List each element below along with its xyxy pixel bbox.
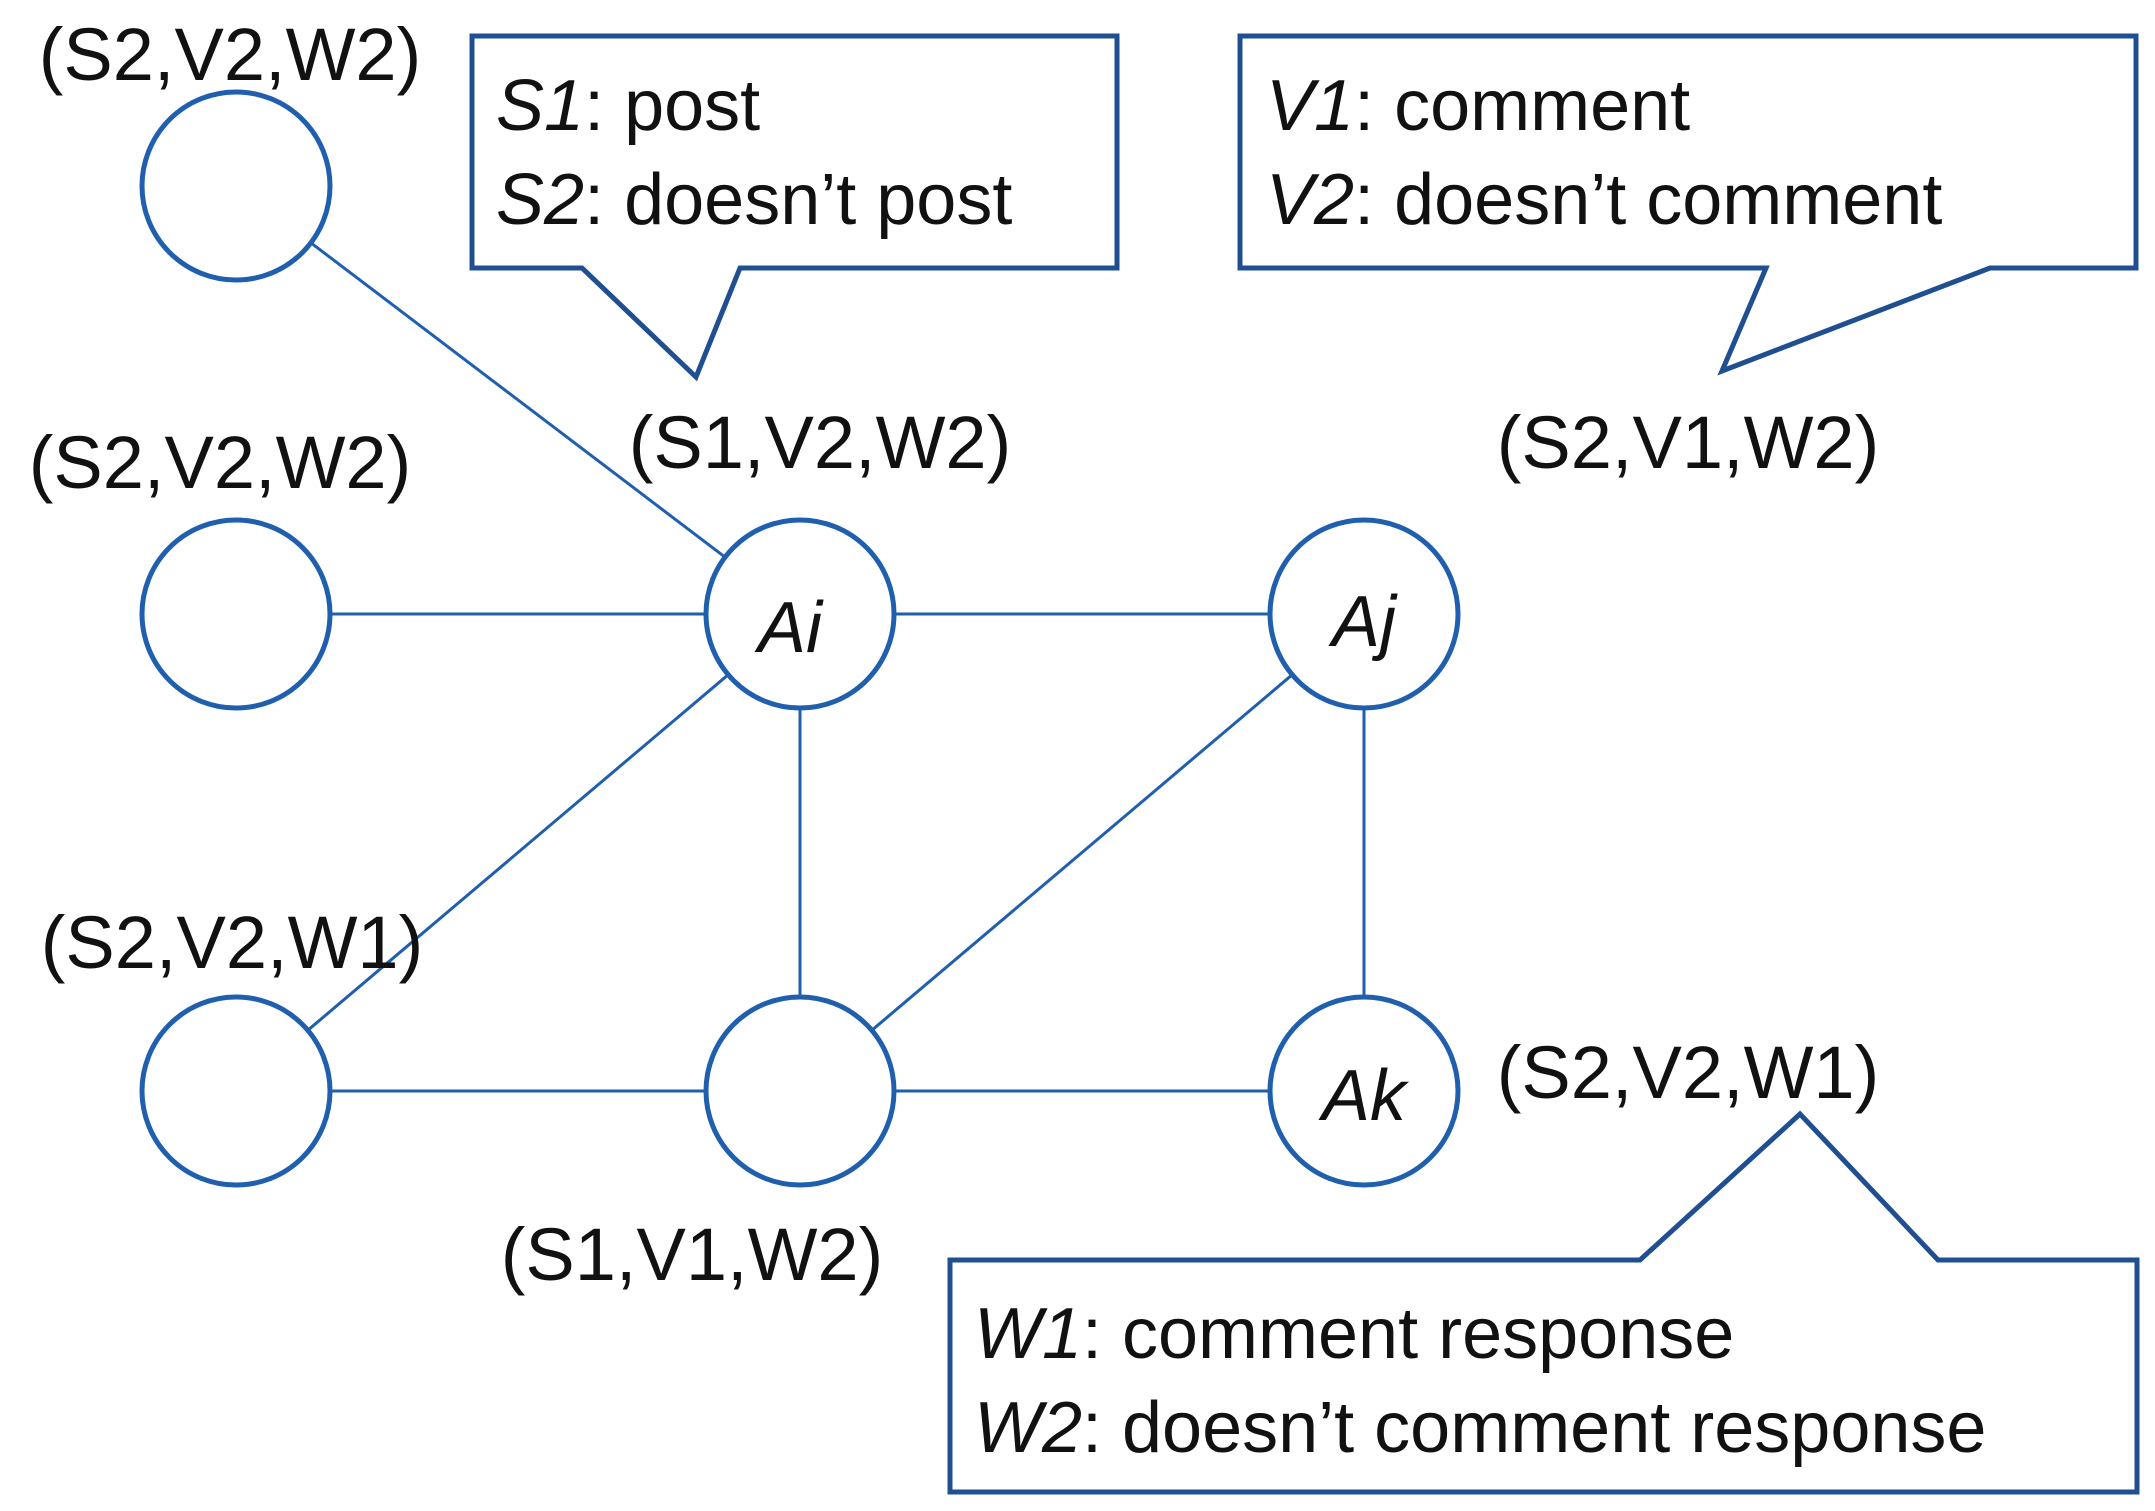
edge-top-left-to-ai [309,241,727,559]
state-label-aj: (S2,V1,W2) [1497,401,1879,484]
callout-w-desc-1: : comment response [1082,1294,1734,1374]
node-ai [703,517,897,711]
callout-w-line-2: W2: doesn’t comment response [974,1388,1986,1468]
callout-v-desc-2: : doesn’t comment [1354,160,1942,240]
node-top-left [139,89,333,283]
callout-s-legend [469,33,1120,382]
state-label-bottom-left: (S2,V2,W1) [41,901,423,984]
edge-ai-to-bottom-left [306,673,730,1032]
callout-s-line-1: S1: post [496,66,760,146]
node-bottom-left [139,994,333,1188]
node-label-aj: Aj [1328,582,1398,662]
state-label-ak: (S2,V2,W1) [1497,1031,1879,1114]
node-ak [1267,994,1461,1188]
callout-v-key-2: V2 [1266,160,1354,240]
callout-v-key-1: V1 [1266,66,1354,146]
callouts: S1: post S2: doesn’t post V1: comment V2… [469,33,2140,1495]
callout-w-line-1: W1: comment response [974,1294,1734,1374]
callout-w-desc-2: : doesn’t comment response [1082,1388,1986,1468]
state-label-bottom-center: (S1,V1,W2) [501,1213,883,1296]
callout-v-legend [1237,33,2139,376]
callout-s-desc-1: : post [584,66,760,146]
edge-aj-to-bottom-center [870,673,1294,1032]
node-label-ak: Ak [1318,1056,1410,1136]
callout-w-key-2: W2 [974,1388,1082,1468]
node-aj [1267,517,1461,711]
state-label-top-left: (S2,V2,W2) [39,13,421,96]
callout-s-key-1: S1 [496,66,584,146]
callout-w-legend [947,1110,2140,1495]
node-bottom-center [703,994,897,1188]
nodes: Ai Aj Ak [139,89,1461,1188]
callout-w-key-1: W1 [974,1294,1082,1374]
callout-s-desc-2: : doesn’t post [584,160,1012,240]
state-labels: (S2,V2,W2) (S2,V2,W2) (S1,V2,W2) (S2,V1,… [29,13,1879,1296]
node-mid-left [139,517,333,711]
callout-v-line-1: V1: comment [1266,66,1690,146]
state-label-ai: (S1,V2,W2) [629,401,1011,484]
callout-s-key-2: S2 [496,160,584,240]
node-label-ai: Ai [754,588,824,668]
edges [306,241,1366,1093]
state-label-mid-left: (S2,V2,W2) [29,421,411,504]
callout-v-line-2: V2: doesn’t comment [1266,160,1942,240]
callout-v-desc-1: : comment [1354,66,1690,146]
callout-s-line-2: S2: doesn’t post [496,160,1012,240]
